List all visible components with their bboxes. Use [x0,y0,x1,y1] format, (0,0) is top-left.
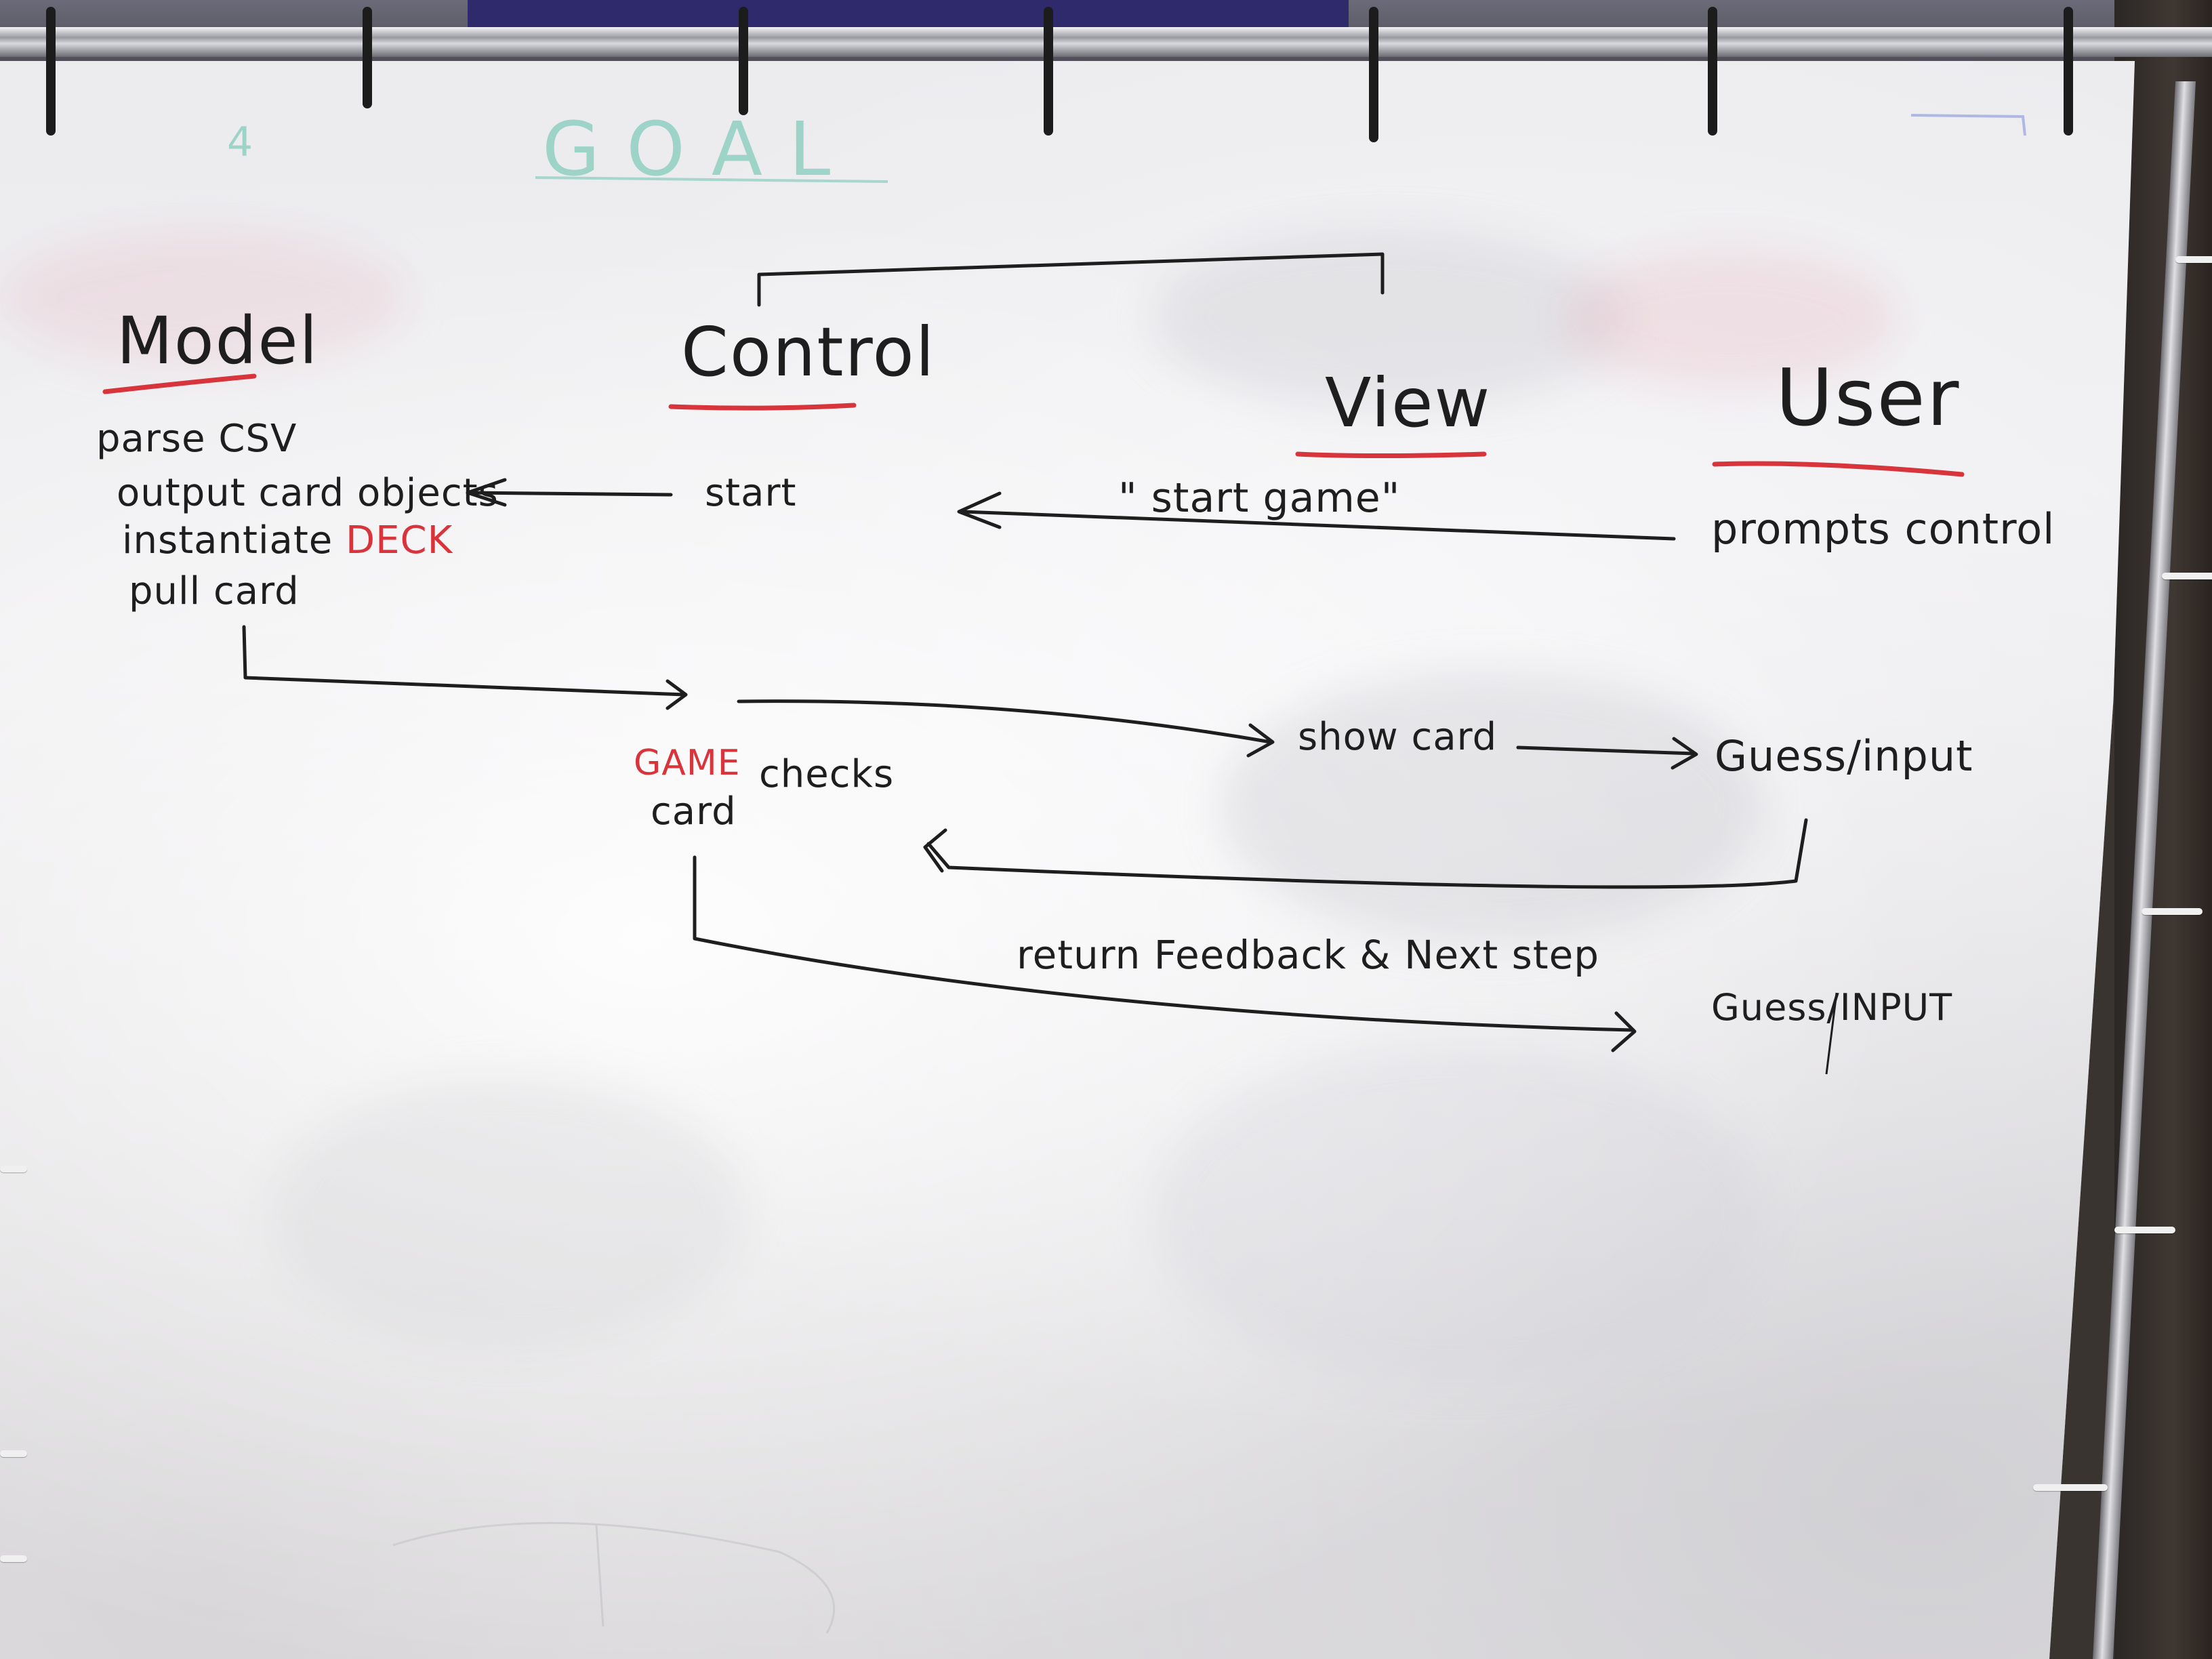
arrow-start-to-model [466,491,673,497]
binder-clip [1708,7,1717,136]
room-floor [2114,0,2212,1659]
card-label: card [651,790,737,834]
guess-input-label-1: Guess/input [1715,731,1973,781]
control-underline [668,403,857,411]
header-view: View [1325,363,1492,443]
eraser-smudge [271,1078,745,1349]
binder-clip [46,7,56,136]
faded-corner-line [1910,114,2026,136]
faded-shape [392,1521,836,1634]
user-underline [1712,461,1965,477]
faded-shape [595,1524,605,1627]
control-view-bracket [757,252,1385,307]
eraser-smudge [1559,251,1898,386]
zip-tie [2114,1227,2175,1233]
arrow-show-card-to-guess [1516,745,1696,756]
arrow-game-to-guess-input [693,855,1635,1032]
model-line-4: pull card [129,569,300,613]
zip-tie [2175,256,2212,263]
view-underline [1295,451,1487,458]
show-card-label: show card [1298,715,1498,759]
header-control: Control [681,312,936,392]
zip-tie [0,1166,27,1172]
arrow-guess-back-to-game [926,818,1808,889]
eraser-smudge [1152,1044,1762,1382]
arrow-user-to-control [960,510,1676,541]
binder-clip [739,7,748,115]
binder-clip [363,7,372,108]
checks-label: checks [759,752,895,796]
game-label: GAME [634,743,741,783]
arrow-control-to-show-card [737,699,1273,744]
instantiate-word: instantiate [122,518,333,562]
goal-underline [535,176,888,183]
guess-slash [1825,992,1838,1075]
faded-goal-text: G O A L [542,106,832,192]
arrowhead [1611,1011,1637,1052]
zip-tie [2162,573,2212,579]
arrowhead [957,491,1002,529]
binder-clip [2064,7,2073,136]
zip-tie [2033,1484,2108,1491]
zip-tie [0,1450,27,1457]
header-user: User [1776,352,1961,444]
arrowhead [1246,723,1275,758]
faded-number: 4 [227,119,253,166]
eraser-smudge [1220,671,1762,942]
arrowhead [466,478,507,507]
return-feedback-label: return Feedback & Next step [1017,932,1600,978]
room-wall-panel [468,0,1349,27]
binder-clip [1369,7,1378,142]
control-start-label: start [705,471,797,515]
whiteboard-surface [0,61,2135,1659]
deck-word: DECK [346,518,453,562]
eraser-smudge [0,230,407,366]
view-start-game-label: " start game" [1118,474,1401,522]
binder-clip [1044,7,1053,136]
model-line-1: parse CSV [96,417,298,461]
model-line-2: output card objects [117,471,499,515]
user-prompts-control: prompts control [1711,504,2055,554]
arrow-model-to-control [242,625,687,697]
arrowhead [923,828,947,873]
model-underline [102,373,257,394]
zip-tie [0,1555,27,1562]
zip-tie [2142,908,2203,915]
header-model: Model [117,303,319,379]
arrowhead [1671,737,1698,770]
guess-input-label-2: Guess/INPUT [1711,986,1953,1029]
model-line-3: instantiate DECK [122,522,453,560]
arrowhead [665,679,688,710]
